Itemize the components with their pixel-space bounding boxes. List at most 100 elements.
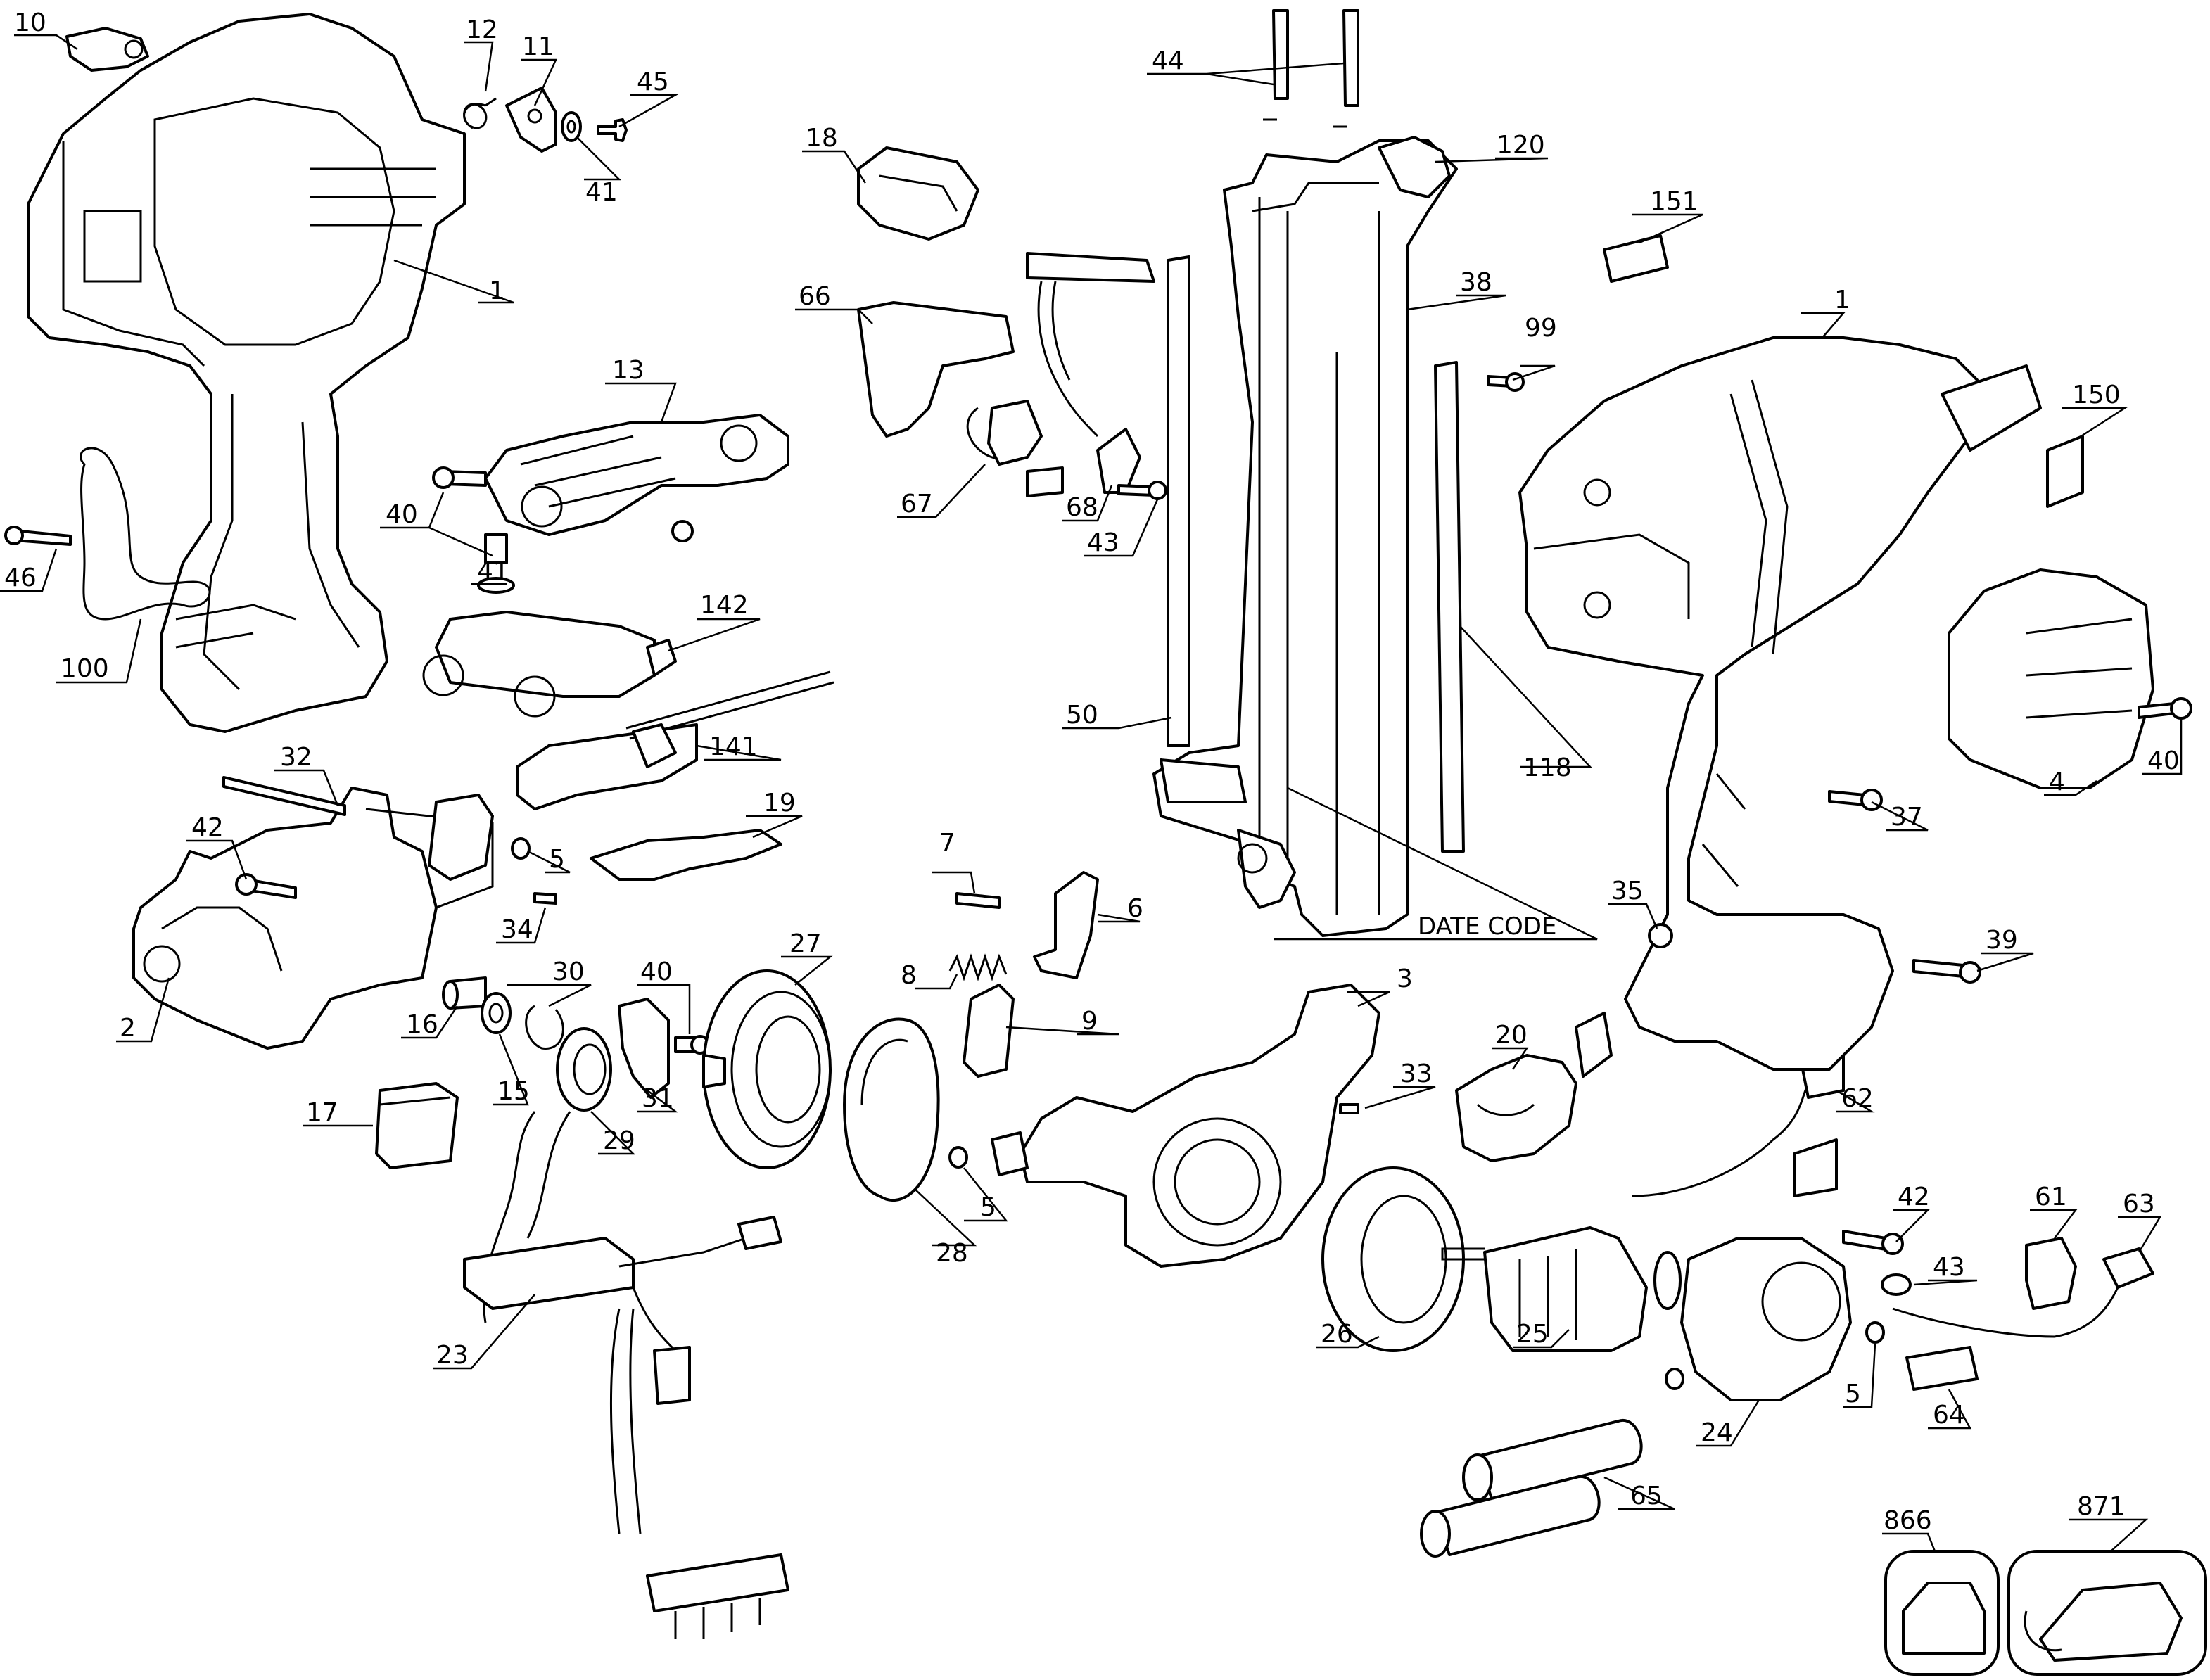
pin-34 xyxy=(533,892,557,905)
end-bell-24 xyxy=(1665,1237,1852,1401)
nut-35 xyxy=(1648,923,1673,948)
block-17 xyxy=(375,1082,459,1169)
part-label-68: 68 xyxy=(1066,493,1098,522)
seal-29 xyxy=(556,1027,612,1112)
part-label-8: 8 xyxy=(901,961,917,990)
bushing-43-right xyxy=(1881,1273,1912,1296)
bushing-5-left xyxy=(511,837,531,860)
seal-28 xyxy=(843,1017,940,1202)
part-label-42-right: 42 xyxy=(1898,1183,1930,1211)
part-label-1-right: 1 xyxy=(1834,286,1850,314)
part-label-2: 2 xyxy=(120,1014,136,1043)
part-label-40-mid: 40 xyxy=(640,957,673,986)
sensor-board xyxy=(1026,252,1155,438)
flywheel-27 xyxy=(702,969,832,1169)
part-label-5-right: 5 xyxy=(1845,1380,1861,1408)
left-housing-half xyxy=(27,13,466,733)
part-label-28: 28 xyxy=(936,1239,968,1268)
part-label-4: 4 xyxy=(2049,768,2065,796)
pin-7 xyxy=(955,892,1001,909)
part-label-32: 32 xyxy=(280,743,312,772)
strip-118 xyxy=(1434,361,1465,853)
pins-44 xyxy=(1263,9,1359,128)
part-label-871: 871 xyxy=(2077,1492,2126,1521)
fan-20 xyxy=(1455,1012,1613,1162)
end-cap-4 xyxy=(1948,568,2154,789)
part-label-24: 24 xyxy=(1701,1418,1733,1447)
part-label-15: 15 xyxy=(497,1077,530,1106)
part-label-151: 151 xyxy=(1650,187,1698,216)
part-label-141: 141 xyxy=(709,732,758,761)
spring-plate-19 xyxy=(590,829,782,881)
part-label-100: 100 xyxy=(61,654,109,683)
armature-25 xyxy=(1441,1226,1682,1352)
part-label-65: 65 xyxy=(1630,1482,1663,1510)
part-label-16: 16 xyxy=(406,1010,438,1039)
trigger-6 xyxy=(1033,871,1099,979)
charger-871 xyxy=(2007,1550,2207,1676)
part-label-41-mid: 41 xyxy=(477,557,509,586)
actuator-9 xyxy=(963,984,1015,1078)
clip-10 xyxy=(65,27,149,72)
part-label-67: 67 xyxy=(901,490,933,518)
part-label-23: 23 xyxy=(436,1341,469,1370)
bushing-5-right xyxy=(1865,1321,1885,1344)
bushing-5-center xyxy=(948,1146,968,1169)
screw-33 xyxy=(1339,1103,1359,1114)
part-label-6: 6 xyxy=(1127,894,1143,923)
part-label-118: 118 xyxy=(1523,753,1572,782)
part-label-5-center: 5 xyxy=(980,1193,996,1222)
part-label-7: 7 xyxy=(939,829,955,858)
leader-lines xyxy=(0,34,2183,1552)
part-label-5-left: 5 xyxy=(549,845,565,874)
part-label-12: 12 xyxy=(466,15,498,44)
part-label-39: 39 xyxy=(1986,926,2018,955)
screw-42-right xyxy=(1842,1230,1904,1255)
driver-assembly-13 xyxy=(484,414,789,536)
plate-31 xyxy=(618,998,670,1099)
part-label-61: 61 xyxy=(2035,1183,2067,1211)
washer-41-top xyxy=(561,111,582,142)
screw-42-left xyxy=(235,873,297,899)
spring-12 xyxy=(463,97,497,129)
part-label-26: 26 xyxy=(1321,1320,1353,1349)
part-label-43-center: 43 xyxy=(1087,528,1119,557)
part-label-866: 866 xyxy=(1884,1506,1932,1535)
connector-63 xyxy=(1892,1247,2154,1338)
part-label-38: 38 xyxy=(1460,268,1492,297)
screw-40-left xyxy=(432,466,487,489)
cap-18 xyxy=(857,146,979,241)
magazine-38 xyxy=(1152,139,1458,937)
pin-16 xyxy=(442,976,487,1010)
part-label-19: 19 xyxy=(763,789,796,817)
part-label-40-left: 40 xyxy=(386,500,418,529)
cover-68 xyxy=(1096,428,1141,494)
part-label-35: 35 xyxy=(1611,877,1644,905)
part-label-43-right: 43 xyxy=(1933,1253,1965,1282)
screw-37 xyxy=(1828,789,1883,811)
part-label-46: 46 xyxy=(4,564,37,592)
screw-45 xyxy=(597,118,628,142)
part-label-17: 17 xyxy=(306,1098,338,1127)
clip-30 xyxy=(525,1005,564,1050)
battery-866 xyxy=(1884,1550,2000,1676)
right-housing-half xyxy=(1518,336,2042,1071)
part-label-20: 20 xyxy=(1495,1021,1528,1050)
part-label-27: 27 xyxy=(789,929,822,958)
part-label-142: 142 xyxy=(700,591,749,620)
part-label-99: 99 xyxy=(1525,314,1557,343)
terminal-64 xyxy=(1905,1346,1979,1391)
part-label-11: 11 xyxy=(522,32,554,61)
lever-11 xyxy=(505,87,557,153)
strip-50 xyxy=(1167,255,1190,747)
screw-99 xyxy=(1487,372,1525,392)
part-label-64: 64 xyxy=(1933,1401,1965,1430)
part-label-66: 66 xyxy=(799,282,831,311)
nose-frame-2 xyxy=(132,787,494,1050)
part-labels: 10 12 11 45 41 1 13 40 41 46 100 142 141… xyxy=(4,8,2180,1535)
rod-32 xyxy=(222,776,346,816)
spring-carrier-142 xyxy=(422,611,677,718)
part-label-42-left: 42 xyxy=(191,813,224,842)
date-code-label: DATE CODE xyxy=(1418,912,1556,941)
part-label-120: 120 xyxy=(1497,131,1545,160)
